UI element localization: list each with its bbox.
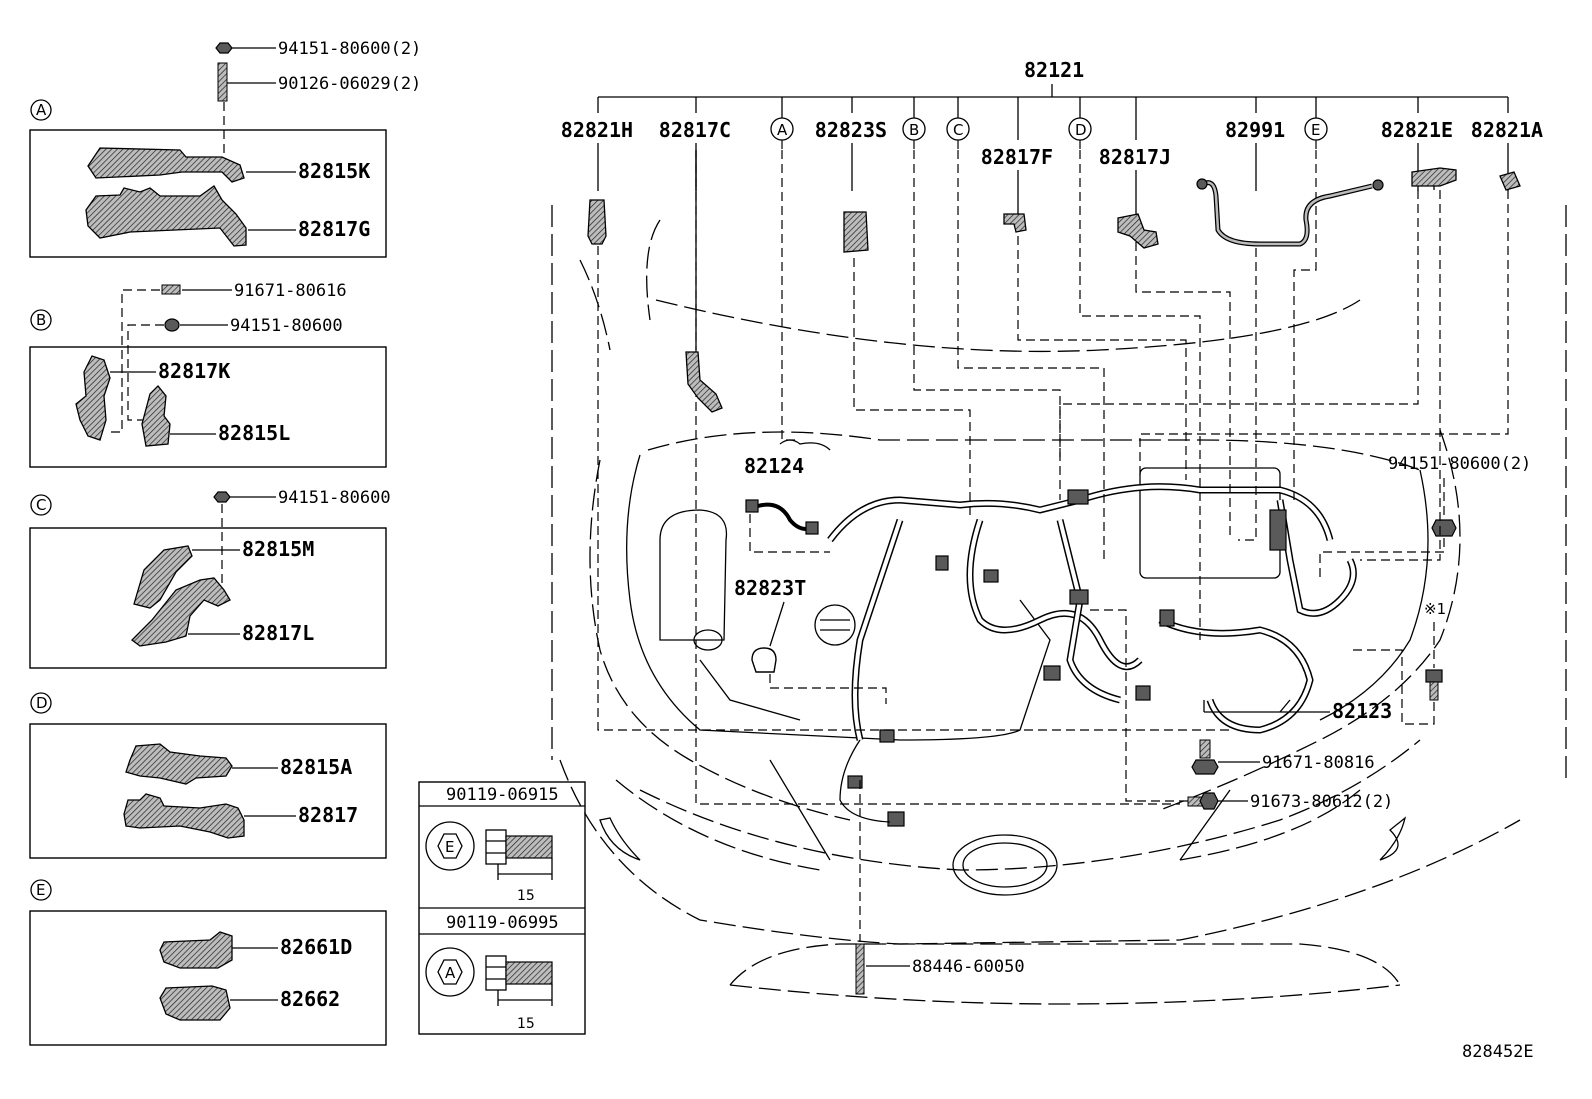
group-d-part-1: 82815A bbox=[280, 755, 352, 779]
group-c-letter: C bbox=[36, 496, 46, 514]
bolt-1-mark: E bbox=[445, 838, 454, 856]
bracket-82817-icon bbox=[123, 793, 245, 839]
group-a-part-1: 82815K bbox=[298, 159, 370, 183]
bottom-fasteners: 91671-80816 91673-80612(2) 88446-60050 bbox=[855, 609, 1393, 995]
bulb-icon bbox=[751, 647, 777, 673]
callout-letter: C bbox=[953, 121, 963, 139]
bolt-2-part: 90119-06995 bbox=[446, 913, 559, 933]
bolt-2-length: 15 bbox=[517, 1016, 535, 1032]
group-a: A 82815K 82817G bbox=[29, 99, 387, 258]
bolt-icon bbox=[1425, 669, 1443, 683]
group-c-nut-label: 94151-80600 bbox=[278, 488, 391, 508]
harness-82124: 82124 bbox=[744, 439, 831, 553]
connector-82823s-icon bbox=[843, 211, 869, 253]
top-parts bbox=[587, 150, 1521, 413]
screw-icon bbox=[161, 284, 181, 295]
vehicle-outline bbox=[551, 205, 1567, 1005]
diagram-id: 828452E bbox=[1462, 1042, 1534, 1062]
callout-letter: E bbox=[1311, 121, 1320, 139]
group-c-part-2: 82817L bbox=[242, 621, 314, 645]
label-94151-80600-2: 94151-80600(2) bbox=[1388, 454, 1531, 474]
group-e-part-1: 82661D bbox=[280, 935, 352, 959]
label-82823t: 82823T bbox=[734, 576, 806, 600]
callout-label: 82817J bbox=[1099, 145, 1171, 169]
bulb-82823t: 82823T bbox=[734, 576, 887, 704]
bracket-82815a-icon bbox=[125, 743, 233, 785]
nut-icon bbox=[215, 42, 233, 54]
group-b-screw-label: 91671-80616 bbox=[234, 281, 347, 301]
top-stud-label: 90126-06029(2) bbox=[278, 74, 421, 94]
bolt-1-length: 15 bbox=[517, 888, 535, 904]
top-fasteners: 94151-80600(2) 90126-06029(2) bbox=[215, 39, 421, 158]
stud-icon bbox=[217, 62, 228, 102]
bolt-head-mark-icon bbox=[425, 821, 475, 871]
top-callouts: 82821H 82817C A 82823S B C 82817F D 82817J 82991 E… bbox=[561, 97, 1543, 218]
right-fasteners: 94151-80600(2) ※1 82123 bbox=[1203, 454, 1531, 725]
group-b-letter: B bbox=[36, 311, 46, 329]
note-mark: ※1 bbox=[1424, 600, 1446, 618]
bracket-82817k-icon bbox=[75, 355, 111, 441]
group-e-part-2: 82662 bbox=[280, 987, 340, 1011]
stud-icon bbox=[855, 943, 865, 995]
group-e-letter: E bbox=[36, 881, 45, 899]
callout-letter: D bbox=[1075, 121, 1087, 139]
callout-label: 82821H bbox=[561, 118, 633, 142]
callout-label: 82817F bbox=[981, 145, 1053, 169]
callout-label: 82821E bbox=[1381, 118, 1453, 142]
label-88446-60050: 88446-60050 bbox=[912, 957, 1025, 977]
label-82124: 82124 bbox=[744, 454, 804, 478]
bolt-head-mark-icon bbox=[425, 947, 475, 997]
label-91673-80612-2: 91673-80612(2) bbox=[1250, 792, 1393, 812]
connector-82821a-icon bbox=[1499, 171, 1521, 191]
callout-letter: B bbox=[909, 121, 919, 139]
label-82123: 82123 bbox=[1332, 699, 1392, 723]
callout-label: 82991 bbox=[1225, 118, 1285, 142]
bolt-icon bbox=[485, 829, 507, 865]
protector-82817c-icon bbox=[685, 351, 723, 413]
main-assembly-callouts: 82121 bbox=[598, 58, 1508, 98]
group-c: 94151-80600 C 82815M 82817L bbox=[29, 488, 391, 669]
bracket-82662-icon bbox=[159, 985, 231, 1021]
group-b-part-2: 82815L bbox=[218, 421, 290, 445]
bracket-82815l-icon bbox=[141, 385, 171, 447]
label-91671-80816: 91671-80816 bbox=[1262, 753, 1375, 773]
bracket-82661d-icon bbox=[159, 931, 233, 969]
bolt-table: 90119-06915 90119-06995 E 15 A 15 bbox=[418, 781, 586, 1035]
group-d-part-2: 82817 bbox=[298, 803, 358, 827]
clip-82821h-icon bbox=[587, 199, 607, 245]
clamp-82817j-icon bbox=[1117, 213, 1159, 249]
group-e: E 82661D 82662 bbox=[29, 879, 387, 1046]
main-assembly-label: 82121 bbox=[1024, 58, 1084, 82]
group-d: D 82815A 82817 bbox=[29, 692, 387, 859]
wire-harness bbox=[827, 483, 1357, 827]
bracket-82815k-icon bbox=[87, 147, 245, 183]
connector-82821e-icon bbox=[1411, 167, 1457, 187]
group-b: 91671-80616 94151-80600 B 82817K 82815L bbox=[29, 281, 387, 468]
group-c-part-1: 82815M bbox=[242, 537, 314, 561]
nut-icon bbox=[1431, 519, 1457, 537]
callout-label: 82817C bbox=[659, 118, 731, 142]
bracket-82817l-icon bbox=[131, 577, 231, 647]
group-b-part-1: 82817K bbox=[158, 359, 230, 383]
bolt-2-mark: A bbox=[445, 964, 456, 982]
callout-label: 82821A bbox=[1471, 118, 1543, 142]
bracket-82817g-icon bbox=[85, 185, 247, 247]
bolt-icon bbox=[485, 955, 507, 991]
clamp-82817f-icon bbox=[1003, 213, 1027, 233]
group-a-part-2: 82817G bbox=[298, 217, 370, 241]
bolt-1-part: 90119-06915 bbox=[446, 785, 559, 805]
nut-icon bbox=[213, 491, 231, 503]
callout-label: 82823S bbox=[815, 118, 887, 142]
group-d-letter: D bbox=[36, 694, 48, 712]
group-a-letter: A bbox=[36, 101, 47, 119]
callout-letter: A bbox=[777, 121, 788, 139]
group-b-nut-label: 94151-80600 bbox=[230, 316, 343, 336]
top-nut-label: 94151-80600(2) bbox=[278, 39, 421, 59]
nut-icon bbox=[164, 318, 180, 332]
screw-icon bbox=[1199, 739, 1211, 759]
bracket-82815m-icon bbox=[133, 545, 193, 609]
